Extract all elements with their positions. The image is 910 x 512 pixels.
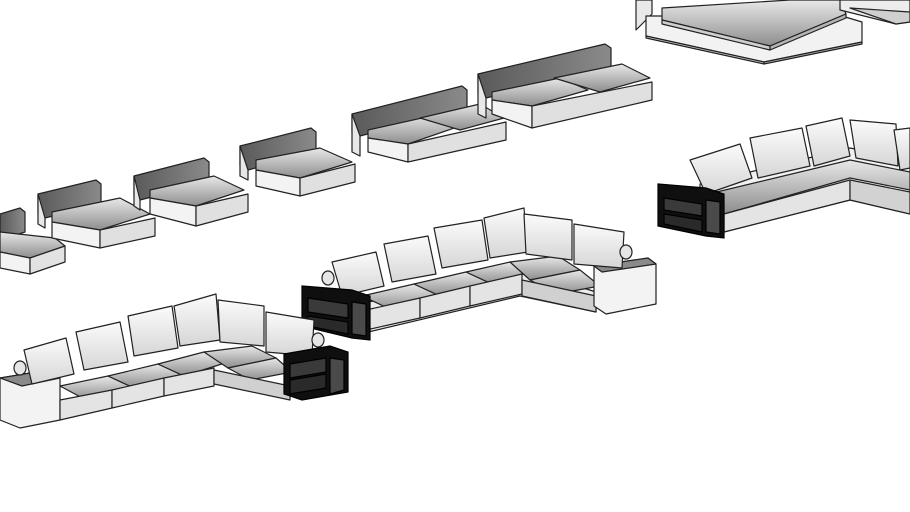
sofa-module-4 [239, 127, 356, 197]
corner-sofa-middle [321, 207, 657, 335]
bed-platform [635, 0, 910, 65]
corner-sofa-left [0, 293, 325, 429]
sofa-module-3 [133, 157, 249, 227]
sofa-module-6 [477, 43, 653, 129]
corner-sofa-right [689, 117, 910, 233]
side-shelf-right [657, 183, 725, 239]
sofa-module-2 [37, 179, 156, 249]
side-shelf-left [283, 345, 349, 401]
sofa-module-1 [0, 207, 66, 275]
